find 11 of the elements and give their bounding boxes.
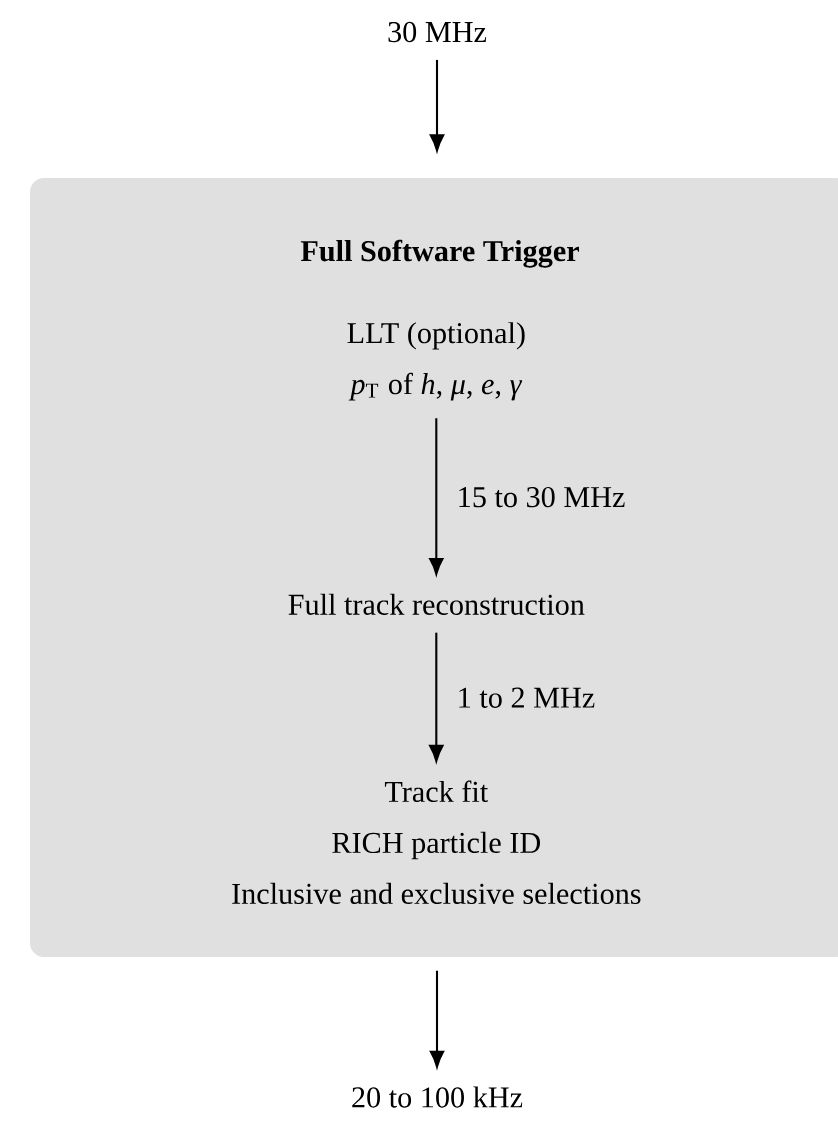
- rate-label: 15 to 30 MHz: [459, 486, 625, 508]
- arrow: [429, 632, 444, 762]
- arrow: [429, 970, 445, 1068]
- arrow: [429, 418, 444, 575]
- stage-text: Track fit RICH particle ID Inclusive and exclusive selections: [232, 780, 641, 905]
- arrow: [429, 59, 445, 152]
- rate-text: 20 to 100 kHz: [352, 1086, 523, 1108]
- stage-text: Full track reconstruction: [288, 593, 585, 615]
- rate-label: 1 to 2 MHz: [459, 687, 595, 708]
- rate-text: 30 MHz: [388, 21, 487, 43]
- stage-text: LLT (optional) p$_{T}$ of h, μ, e, γ: [347, 322, 525, 401]
